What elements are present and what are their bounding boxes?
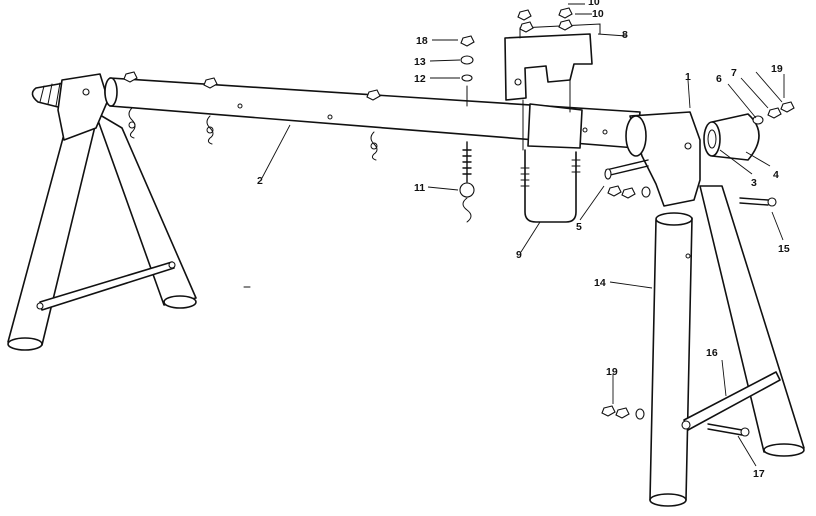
part-label-2: 2 (257, 175, 263, 187)
left-bracket (57, 73, 109, 141)
eye-bolt-eye (459, 182, 475, 198)
part-label-1: 1 (685, 71, 691, 83)
clamp-plate (504, 33, 593, 101)
part-label-12: 12 (414, 73, 426, 85)
hardware-stack (460, 35, 475, 82)
right-bracket-bolt (684, 142, 692, 150)
right-end-cap (711, 113, 760, 161)
bolt-5-nuts (607, 185, 651, 199)
right-front-leg-end (649, 493, 687, 507)
top-beam-left-end (104, 77, 118, 107)
right-end-assembly (604, 101, 795, 207)
part-label-5: 5 (576, 221, 582, 233)
eye-bolt-hook (462, 197, 472, 223)
part-label-18: 18 (416, 35, 428, 47)
left-rear-leg-end (163, 295, 197, 309)
right-cap-inner (707, 129, 717, 149)
top-nuts-10 (517, 7, 573, 33)
lower-nuts-19 (601, 405, 645, 420)
part-label-16: 16 (706, 347, 718, 359)
left-bracket-bolt (82, 88, 90, 96)
right-front-leg (649, 217, 693, 501)
bolt-15-head (767, 197, 777, 207)
swing-hangers (128, 107, 378, 161)
left-cap-ridges (39, 82, 61, 107)
center-clamp (504, 7, 601, 223)
bolt-5 (605, 159, 649, 177)
right-cap-hardware (752, 101, 795, 125)
part-label-14: 14 (594, 277, 606, 289)
part-label-3: 3 (751, 177, 757, 189)
left-front-leg-end (7, 337, 43, 351)
part-label-13: 13 (414, 56, 426, 68)
eye-bolt-assembly (459, 35, 475, 223)
part-label-8: 8 (622, 29, 628, 41)
part-label-6: 6 (716, 73, 722, 85)
bolt-17 (707, 423, 743, 436)
right-bracket (629, 111, 701, 207)
left-front-leg (7, 111, 98, 346)
right-a-frame (601, 185, 805, 507)
part-label-11: 11 (414, 182, 425, 194)
left-a-frame (7, 73, 197, 351)
part-label-19-lower: 19 (606, 366, 618, 378)
bolt-5-head (604, 168, 612, 180)
beam-hole (582, 127, 588, 133)
part-labels: 2 1 3 4 5 6 7 8 9 10 10 11 12 13 14 15 1… (257, 0, 790, 480)
eye-bolt (462, 141, 472, 183)
part-label-15: 15 (778, 243, 790, 255)
clamp-plate-hole (514, 78, 522, 86)
u-bolt-threads (520, 159, 581, 187)
part-label-10a: 10 (588, 0, 600, 8)
right-bracket-socket (625, 115, 647, 157)
beam-hole (237, 103, 243, 109)
part-label-17: 17 (753, 468, 765, 480)
right-rear-leg-end (763, 443, 805, 457)
part-label-9: 9 (516, 249, 522, 261)
beam-top-nuts (123, 71, 381, 101)
part-label-10b: 10 (592, 8, 604, 20)
right-cap-base (703, 121, 721, 157)
part-label-19-upper: 19 (771, 63, 783, 75)
beam-hole (602, 129, 608, 135)
left-rear-leg (94, 111, 197, 306)
top-beam (104, 71, 641, 161)
bolt-17-head (740, 427, 750, 437)
part-label-4: 4 (773, 169, 779, 181)
right-front-leg-top (655, 212, 693, 226)
left-brace-bolt (36, 302, 44, 310)
bolt-15 (739, 197, 769, 206)
u-bolt (524, 149, 577, 223)
beam-hole (327, 114, 333, 120)
right-brace-bolt (681, 420, 691, 430)
leg-hole (685, 253, 691, 259)
clamp-block (527, 103, 583, 149)
left-brace-bolt-2 (168, 261, 176, 269)
leader-lines (261, 3, 785, 467)
part-label-7: 7 (731, 67, 737, 79)
